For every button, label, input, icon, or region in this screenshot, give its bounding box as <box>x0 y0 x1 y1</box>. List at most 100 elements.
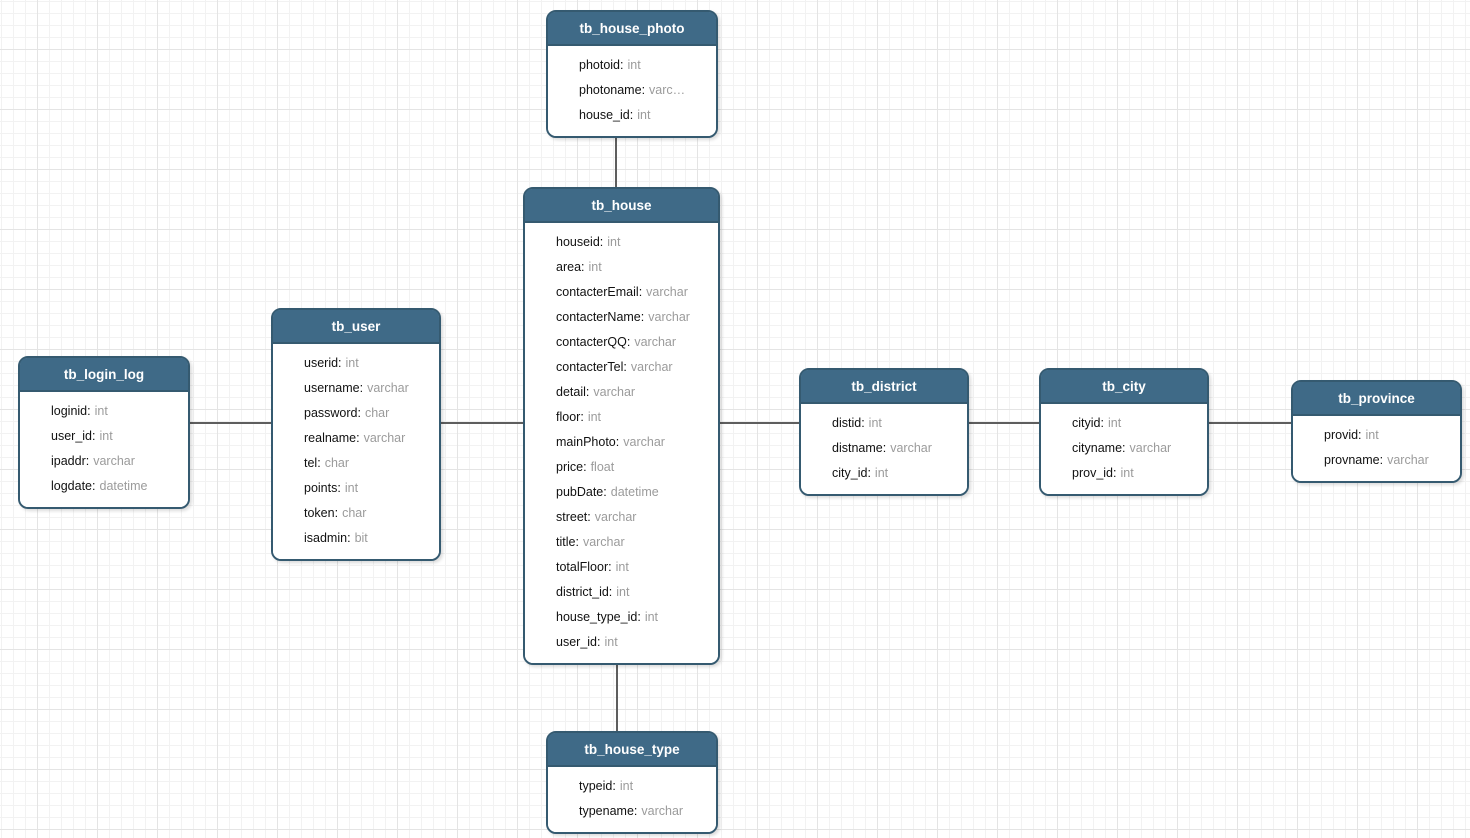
entity-table-tb_house_type[interactable]: tb_house_type typeidint typename varchar <box>546 731 718 834</box>
table-title[interactable]: tb_house_photo <box>548 12 716 46</box>
field-name: username <box>304 381 363 395</box>
table-field-row[interactable]: contacterNamevarchar <box>525 305 718 330</box>
table-field-row[interactable]: contacterEmailvarchar <box>525 280 718 305</box>
field-name: totalFloor <box>556 560 612 574</box>
table-title[interactable]: tb_house_type <box>548 733 716 767</box>
field-type: bit <box>354 531 368 545</box>
table-title[interactable]: tb_login_log <box>20 358 188 392</box>
field-name: price <box>556 460 587 474</box>
table-field-row[interactable]: cityidint <box>1041 411 1207 436</box>
field-name: userid <box>304 356 342 370</box>
field-name: floor <box>556 410 584 424</box>
relationship-connector-tb_house_photo-tb_house[interactable] <box>615 127 617 193</box>
table-field-row[interactable]: contacterQQ varchar <box>525 330 718 355</box>
field-type: varchar <box>641 804 684 818</box>
table-title[interactable]: tb_city <box>1041 370 1207 404</box>
table-field-row[interactable]: provnamevarchar <box>1293 448 1460 473</box>
table-field-row[interactable]: tokenchar <box>273 501 439 526</box>
table-field-row[interactable]: citynamevarchar <box>1041 436 1207 461</box>
field-type: int <box>588 260 602 274</box>
table-field-row[interactable]: useridint <box>273 351 439 376</box>
table-field-row[interactable]: typeidint <box>548 774 716 799</box>
table-field-row[interactable]: typename varchar <box>548 799 716 824</box>
table-field-row[interactable]: prov_idint <box>1041 461 1207 486</box>
table-field-row[interactable]: houseidint <box>525 230 718 255</box>
table-field-row[interactable]: detailvarchar <box>525 380 718 405</box>
field-type: varc… <box>649 83 686 97</box>
field-name: pubDate <box>556 485 607 499</box>
field-type: int <box>619 779 634 793</box>
table-field-row[interactable]: realnamevarchar <box>273 426 439 451</box>
entity-table-tb_city[interactable]: tb_city cityidintcitynamevarcharprov_idin… <box>1039 368 1209 496</box>
field-type: datetime <box>99 479 148 493</box>
relationship-connector-tb_house-tb_district[interactable] <box>714 422 805 424</box>
entity-table-tb_house[interactable]: tb_househouseidintareaintcontacterEmailv… <box>523 187 720 665</box>
table-field-row[interactable]: loginidint <box>20 399 188 424</box>
table-field-row[interactable]: telchar <box>273 451 439 476</box>
field-type: varchar <box>634 335 677 349</box>
field-name: tel <box>304 456 321 470</box>
table-field-row[interactable]: user_id int <box>20 424 188 449</box>
table-field-row[interactable]: passwordchar <box>273 401 439 426</box>
table-field-list: providintprovnamevarchar <box>1293 416 1460 481</box>
field-name: contacterQQ <box>556 335 630 349</box>
table-field-row[interactable]: ipaddrvarchar <box>20 449 188 474</box>
entity-table-tb_house_photo[interactable]: tb_house_photophotoidintphotonamevarc…ho… <box>546 10 718 138</box>
table-field-row[interactable]: pricefloat <box>525 455 718 480</box>
table-field-row[interactable]: floorint <box>525 405 718 430</box>
field-type: varchar <box>890 441 932 455</box>
table-field-row[interactable]: streetvarchar <box>525 505 718 530</box>
table-field-row[interactable]: city_idint <box>801 461 967 486</box>
table-field-row[interactable]: pointsint <box>273 476 439 501</box>
table-field-row[interactable]: contacterTelvarchar <box>525 355 718 380</box>
table-field-row[interactable]: isadminbit <box>273 526 439 551</box>
relationship-connector-tb_city-tb_province[interactable] <box>1203 422 1297 424</box>
field-name: house_id <box>579 108 633 122</box>
table-field-row[interactable]: username varchar <box>273 376 439 401</box>
table-field-row[interactable]: totalFloorint <box>525 555 718 580</box>
relationship-connector-tb_login_log-tb_user[interactable] <box>184 422 277 424</box>
relationship-connector-tb_district-tb_city[interactable] <box>963 422 1045 424</box>
table-title[interactable]: tb_district <box>801 370 967 404</box>
table-field-row[interactable]: areaint <box>525 255 718 280</box>
relationship-connector-tb_user-tb_house[interactable] <box>435 422 529 424</box>
table-field-row[interactable]: providint <box>1293 423 1460 448</box>
field-type: varchar <box>367 381 409 395</box>
entity-table-tb_login_log[interactable]: tb_login_log loginidint user_id int ipaddrva… <box>18 356 190 509</box>
table-field-list: loginidint user_id int ipaddrvarcharlogdate… <box>20 392 188 507</box>
table-field-row[interactable]: pubDatedatetime <box>525 480 718 505</box>
field-name: user_id <box>556 635 600 649</box>
relationship-connector-tb_house-tb_house_type[interactable] <box>616 660 618 737</box>
table-field-row[interactable]: photoidint <box>548 53 716 78</box>
table-field-row[interactable]: mainPhotovarchar <box>525 430 718 455</box>
field-name: typename <box>579 804 637 818</box>
table-title[interactable]: tb_house <box>525 189 718 223</box>
field-name: provid <box>1324 428 1362 442</box>
entity-table-tb_user[interactable]: tb_user useridint username varchar passwordc… <box>271 308 441 561</box>
field-name: user_id <box>51 429 95 443</box>
table-field-row[interactable]: district_idint <box>525 580 718 605</box>
field-name: area <box>556 260 585 274</box>
field-name: street <box>556 510 591 524</box>
table-field-row[interactable]: logdatedatetime <box>20 474 188 499</box>
table-title[interactable]: tb_user <box>273 310 439 344</box>
table-field-row[interactable]: titlevarchar <box>525 530 718 555</box>
field-type: varchar <box>1129 441 1172 455</box>
table-field-row[interactable]: house_idint <box>548 103 716 128</box>
field-type: int <box>627 58 641 72</box>
table-title[interactable]: tb_province <box>1293 382 1460 416</box>
table-field-row[interactable]: distname varchar <box>801 436 967 461</box>
field-name: ipaddr <box>51 454 89 468</box>
table-field-row[interactable]: house_type_idint <box>525 605 718 630</box>
entity-table-tb_district[interactable]: tb_district distidint distname varchar city_… <box>799 368 969 496</box>
field-type: int <box>644 610 659 624</box>
field-type: varchar <box>646 285 688 299</box>
field-type: int <box>99 429 113 443</box>
field-name: distname <box>832 441 886 455</box>
table-field-row[interactable]: photonamevarc… <box>548 78 716 103</box>
field-type: int <box>94 404 108 418</box>
table-field-row[interactable]: user_idint <box>525 630 718 655</box>
table-field-row[interactable]: distidint <box>801 411 967 436</box>
entity-table-tb_province[interactable]: tb_provinceprovidintprovnamevarchar <box>1291 380 1462 483</box>
